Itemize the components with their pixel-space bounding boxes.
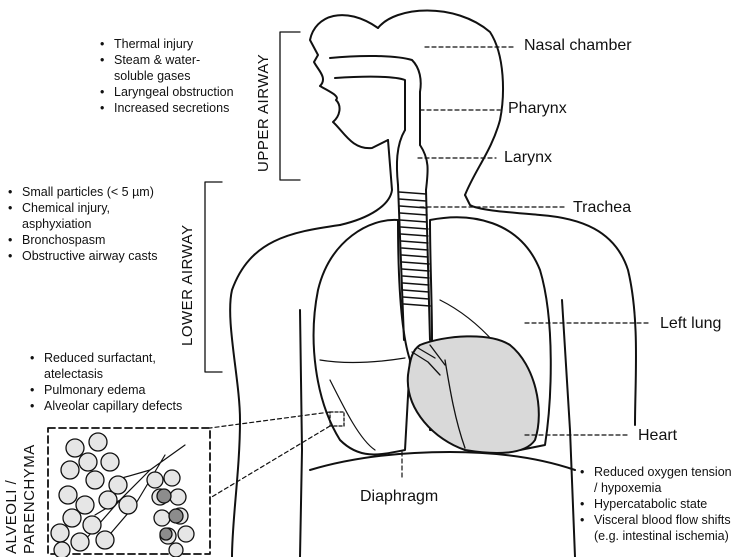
label-pharynx: Pharynx — [508, 100, 567, 117]
head-outline — [377, 9, 504, 196]
section-alveoli-2: PARENCHYMA — [21, 444, 38, 554]
torso-right — [539, 214, 638, 426]
list-item: Pulmonary edema — [30, 382, 182, 398]
nasal-passage — [329, 54, 422, 93]
zoom-connector-bottom — [209, 425, 331, 499]
list-item: Obstructive airway casts — [8, 248, 157, 264]
section-upper-airway: UPPER AIRWAY — [255, 53, 272, 172]
upper-airway-bracket — [279, 31, 301, 181]
larynx-outline — [395, 129, 429, 191]
zoom-source-box — [329, 411, 345, 427]
face-profile — [309, 14, 389, 150]
list-item: Bronchospasm — [8, 232, 157, 248]
alveoli-list: Reduced surfactant, atelectasis Pulmonar… — [30, 350, 182, 414]
alveoli-inset-box — [47, 427, 211, 555]
label-trachea: Trachea — [573, 199, 632, 216]
trachea-left — [397, 184, 405, 341]
list-item: (e.g. intestinal ischemia) — [594, 529, 729, 543]
arm-left-inner — [299, 309, 303, 557]
section-lower-airway: LOWER AIRWAY — [179, 224, 196, 346]
damaged-alveoli — [156, 488, 184, 541]
zoom-connector-top — [209, 411, 331, 429]
label-heart: Heart — [638, 427, 678, 444]
neck-left — [339, 139, 393, 226]
lung-fissure-right — [319, 357, 406, 451]
list-item: Chemical injury, — [8, 200, 157, 216]
systemic-effects-list: Reduced oxygen tension / hypoxemia Hyper… — [580, 464, 732, 544]
label-nasal-chamber: Nasal chamber — [524, 37, 632, 54]
heart-shape — [406, 335, 540, 454]
lower-airway-list: Small particles (< 5 µm) Chemical injury… — [8, 184, 157, 264]
list-item: Thermal injury — [100, 36, 234, 52]
list-item: Reduced oxygen tension — [580, 464, 732, 480]
list-item: Laryngeal obstruction — [100, 84, 234, 100]
right-lung-outline — [312, 218, 411, 456]
label-diaphragm: Diaphragm — [360, 488, 439, 505]
torso-left — [229, 224, 341, 557]
list-item: Increased secretions — [100, 100, 234, 116]
list-item: Visceral blood flow shifts — [580, 512, 732, 528]
lower-airway-bracket — [204, 181, 223, 373]
neck-right — [464, 194, 541, 216]
label-larynx: Larynx — [504, 149, 553, 166]
list-item: soluble gases — [114, 69, 191, 83]
alveoli-clusters — [50, 432, 195, 557]
arm-right-inner — [561, 299, 576, 557]
list-item: Reduced surfactant, — [30, 350, 182, 366]
trachea-right — [425, 189, 431, 341]
heart-vessels — [411, 344, 466, 449]
oral-passage — [334, 75, 406, 131]
diaphragm-line — [309, 451, 576, 471]
list-item: Hypercatabolic state — [580, 496, 732, 512]
trachea-rings — [398, 191, 431, 307]
list-item: Alveolar capillary defects — [30, 398, 182, 414]
list-item: atelectasis — [44, 367, 104, 381]
list-item: Steam & water- — [100, 52, 234, 68]
pointer-lines — [401, 46, 651, 481]
upper-airway-list: Thermal injury Steam & water- soluble ga… — [100, 36, 234, 116]
label-left-lung: Left lung — [660, 315, 722, 332]
list-item: / hypoxemia — [594, 481, 662, 495]
list-item: asphyxiation — [22, 217, 92, 231]
list-item: Small particles (< 5 µm) — [8, 184, 157, 200]
section-alveoli-1: ALVEOLI / — [3, 479, 20, 554]
